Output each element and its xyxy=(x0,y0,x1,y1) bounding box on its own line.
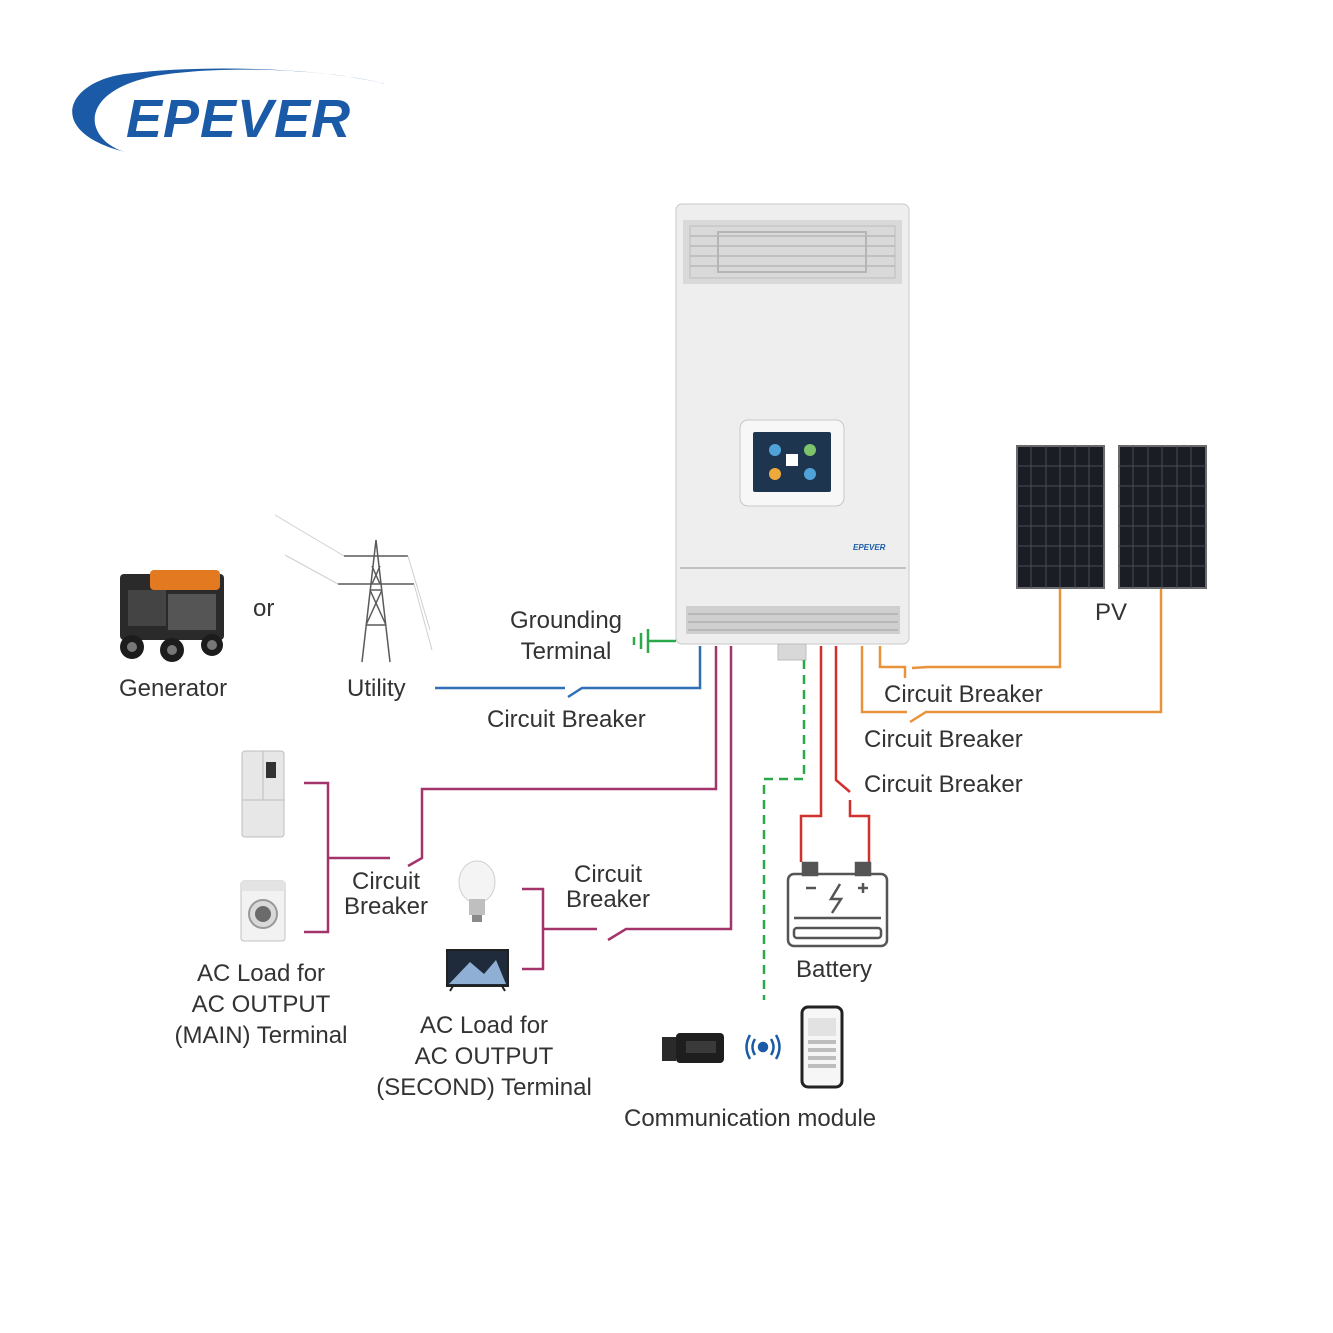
pv-label: PV xyxy=(1095,599,1128,626)
smartphone-icon xyxy=(800,1005,844,1089)
ac-second-line2: AC OUTPUT xyxy=(414,1043,554,1070)
pv2-circuit-breaker-label: Circuit Breaker xyxy=(864,726,1023,753)
grounding-line2: Terminal xyxy=(520,638,612,666)
ac-main-line1: AC Load for xyxy=(196,960,326,987)
device-logo: EPEVER xyxy=(853,543,886,552)
ac-main-wire xyxy=(407,646,718,868)
battery-label: Battery xyxy=(796,956,873,983)
cb-main-line2: Breaker xyxy=(343,893,429,920)
second-circuit-breaker-label: Circuit Breaker xyxy=(552,862,664,912)
battery-circuit-breaker-label: Circuit Breaker xyxy=(864,771,1023,798)
inverter-icon: EPEVER xyxy=(675,203,910,661)
or-label: or xyxy=(253,595,275,622)
logo-text: EPEVER xyxy=(126,89,352,149)
grounding-terminal-label: Grounding Terminal xyxy=(496,605,636,667)
ac-main-load-label: AC Load for AC OUTPUT (MAIN) Terminal xyxy=(156,958,366,1051)
ac-main-line2: AC OUTPUT xyxy=(191,991,331,1018)
ac-second-load-label: AC Load for AC OUTPUT (SECOND) Terminal xyxy=(364,1010,604,1103)
communication-module-label: Communication module xyxy=(624,1105,877,1132)
pv-wire-2 xyxy=(860,646,907,714)
battery-wire-neg xyxy=(799,646,823,862)
grid-circuit-breaker-label: Circuit Breaker xyxy=(487,706,646,733)
ac-second-line1: AC Load for xyxy=(419,1012,549,1039)
solar-panel-icon xyxy=(1016,445,1207,589)
cb-main-line1: Circuit xyxy=(351,868,420,895)
power-tower-icon xyxy=(274,514,433,663)
washing-machine-icon xyxy=(240,880,286,942)
main-circuit-breaker-label: Circuit Breaker xyxy=(330,869,442,919)
utility-label: Utility xyxy=(347,675,406,702)
television-icon xyxy=(446,949,509,992)
ac-second-wire xyxy=(607,646,733,942)
comm-wire xyxy=(762,660,806,1000)
wifi-dongle-icon xyxy=(662,1033,724,1063)
grounding-line1: Grounding xyxy=(509,607,623,634)
cb-second-line1: Circuit xyxy=(573,861,642,888)
epever-logo xyxy=(72,68,386,152)
battery-icon xyxy=(786,861,889,948)
pv1-circuit-breaker-label: Circuit Breaker xyxy=(884,681,1043,708)
ac-second-line3: (SECOND) Terminal xyxy=(376,1074,592,1101)
refrigerator-icon xyxy=(241,750,285,838)
pv-wire-1 xyxy=(878,646,907,678)
generator-icon xyxy=(120,570,224,662)
generator-label: Generator xyxy=(119,675,228,702)
wireless-signal-icon xyxy=(745,1034,781,1060)
ground-symbol-icon xyxy=(632,629,676,653)
ac-main-line3: (MAIN) Terminal xyxy=(174,1022,348,1049)
cb-second-line2: Breaker xyxy=(565,886,651,913)
light-bulb-icon xyxy=(458,860,496,922)
